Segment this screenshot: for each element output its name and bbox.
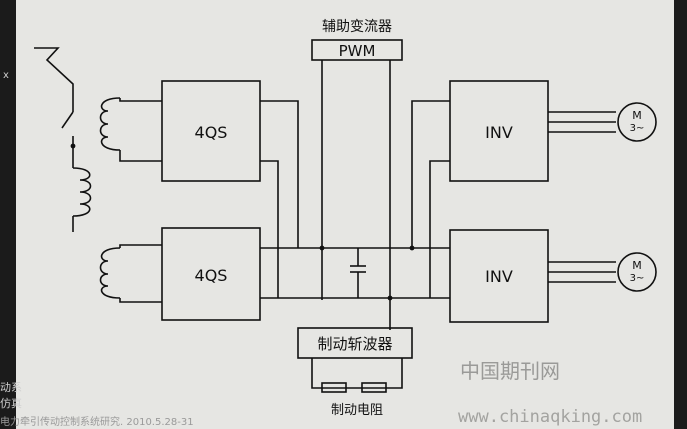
pwm-label: PWM [339, 42, 376, 60]
edge-side-mark: x [3, 70, 9, 81]
inverter-bottom-label: INV [485, 267, 513, 286]
brake-chopper-box [297, 327, 413, 359]
bus-junction-dot-2 [409, 245, 415, 251]
upper-secondary-bottom-lead [119, 150, 162, 162]
brake-resistor-label: 制动电阻 [331, 403, 383, 418]
edge-fragment-1: 动系 [0, 381, 22, 394]
upper-inv-neg-lead [429, 160, 450, 298]
lower-secondary-bottom-lead [119, 298, 162, 303]
motor-bottom-circle [617, 252, 657, 292]
upper-rect-neg-lead [260, 160, 279, 298]
motor-top-circle [617, 102, 657, 142]
watermark-site-name: 中国期刊网 [460, 359, 560, 383]
lower-secondary-top-lead [119, 244, 162, 248]
bus-junction-dot-1 [319, 245, 325, 251]
upper-rect-pos-lead [260, 100, 299, 248]
rectifier-bottom-label: 4QS [195, 266, 228, 285]
bus-junction-dot-3 [387, 295, 393, 301]
inverter-box-bottom [449, 229, 549, 323]
brake-resistor-2 [361, 382, 387, 393]
brake-chopper-label: 制动斩波器 [317, 335, 392, 353]
breaker-junction-dot [70, 143, 76, 149]
inverter-box-top [449, 80, 549, 182]
motor-bottom-label: M [632, 259, 642, 272]
motor-top-label: M [632, 109, 642, 122]
watermark-url: www.chinaqking.com [458, 407, 642, 427]
primary-winding [72, 167, 92, 217]
upper-inv-pos-lead [411, 100, 450, 248]
lower-secondary-winding [99, 247, 121, 299]
edge-fragment-bottom: 电力牵引传动控制系统研究. 2010.5.28-31 [0, 415, 194, 428]
inverter-top-label: INV [485, 123, 513, 142]
upper-secondary-top-lead [119, 98, 162, 102]
brake-resistor-loop [311, 358, 403, 389]
motor-bottom-sub: 3~ [630, 273, 645, 284]
edge-fragment-2: 仿真 [0, 396, 22, 410]
pantograph [34, 47, 74, 98]
aux-converter-label: 辅助变流器 [322, 19, 392, 35]
rectifier-top-label: 4QS [195, 123, 228, 142]
main-breaker-contact [61, 111, 74, 129]
brake-resistor-1 [321, 382, 347, 393]
rectifier-box-top [161, 80, 261, 182]
motor-top-sub: 3~ [630, 123, 645, 134]
rectifier-box-bottom [161, 227, 261, 321]
upper-secondary-winding [99, 97, 121, 151]
pwm-box [311, 39, 403, 61]
